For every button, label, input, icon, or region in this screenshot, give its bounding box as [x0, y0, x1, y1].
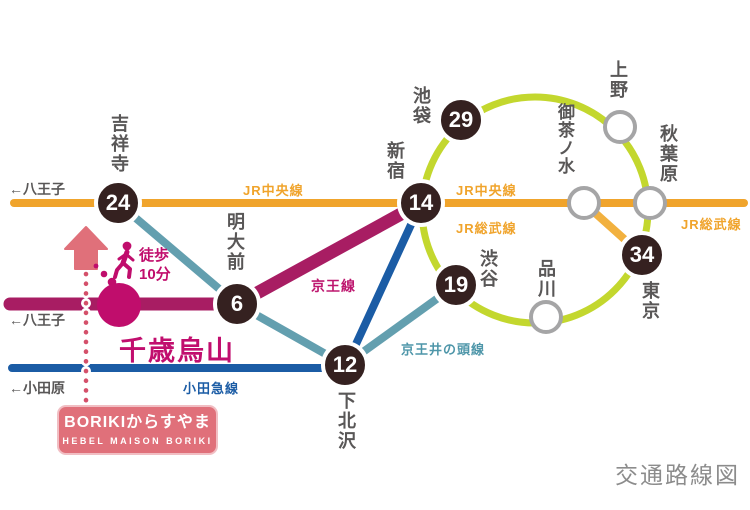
- walk-time-label: 徒歩 10分: [139, 246, 171, 284]
- line-label-jr-chuo-right: JR中央線: [456, 183, 517, 198]
- station-name-ueno: 上野: [608, 60, 628, 100]
- station-badge-kichijoji: 24: [94, 179, 142, 227]
- station-badge-tokyo: 34: [618, 231, 666, 279]
- direction-hachioji-jr: ←八王子: [9, 181, 65, 197]
- walk-time-line1: 徒歩: [139, 247, 170, 264]
- station-name-ikebukuro: 池袋: [411, 86, 431, 126]
- station-name-meidaimae: 明大前: [225, 212, 245, 272]
- station-dot-shinagawa: [529, 300, 563, 334]
- direction-hachioji-keio: ←八王子: [9, 312, 65, 328]
- map-title: 交通路線図: [615, 462, 740, 488]
- station-name-chitose-karasuyama: 千歳烏山: [119, 336, 235, 366]
- station-badge-ikebukuro: 29: [437, 96, 485, 144]
- station-dot-akihabara: [633, 186, 667, 220]
- property-callout: BORIKIからすやま HEBEL MAISON BORIKI: [57, 405, 218, 455]
- station-badge-meidaimae: 6: [213, 280, 261, 328]
- location-arrow-icon: [64, 226, 108, 270]
- station-badge-shimokitazawa: 12: [321, 341, 369, 389]
- station-name-kichijoji: 吉祥寺: [109, 114, 129, 174]
- station-name-akihabara: 秋葉原: [658, 124, 678, 184]
- line-label-jr-chuo-left: JR中央線: [243, 183, 304, 198]
- station-name-shinagawa: 品川: [536, 259, 556, 299]
- station-dot-chitose-karasuyama: [97, 283, 141, 327]
- walking-person-icon: [113, 241, 135, 279]
- station-dot-ochanomizu: [567, 186, 601, 220]
- direction-odawara: ←小田原: [9, 380, 65, 396]
- station-name-tokyo: 東京: [640, 281, 660, 321]
- station-badge-shibuya: 19: [432, 261, 480, 309]
- station-name-ochanomizu: 御茶ノ水: [555, 103, 574, 175]
- station-name-shinjuku: 新宿: [385, 141, 405, 181]
- station-name-shibuya: 渋谷: [478, 249, 498, 289]
- station-dot-ueno: [603, 110, 637, 144]
- station-name-shimokitazawa: 下北沢: [336, 391, 356, 451]
- property-name: BORIKIからすやま: [64, 414, 211, 432]
- line-label-keio: 京王線: [311, 278, 356, 294]
- keio-inokashira-line: [114, 199, 460, 369]
- walk-time-line2: 10分: [139, 266, 171, 283]
- station-badge-shinjuku: 14: [397, 179, 445, 227]
- line-label-inokashira: 京王井の頭線: [401, 342, 486, 357]
- line-label-odakyu: 小田急線: [183, 381, 240, 396]
- line-label-jr-sobu-mid: JR総武線: [456, 221, 517, 236]
- property-subtitle: HEBEL MAISON BORIKI: [62, 435, 213, 446]
- line-label-jr-sobu-right: JR総武線: [681, 217, 742, 232]
